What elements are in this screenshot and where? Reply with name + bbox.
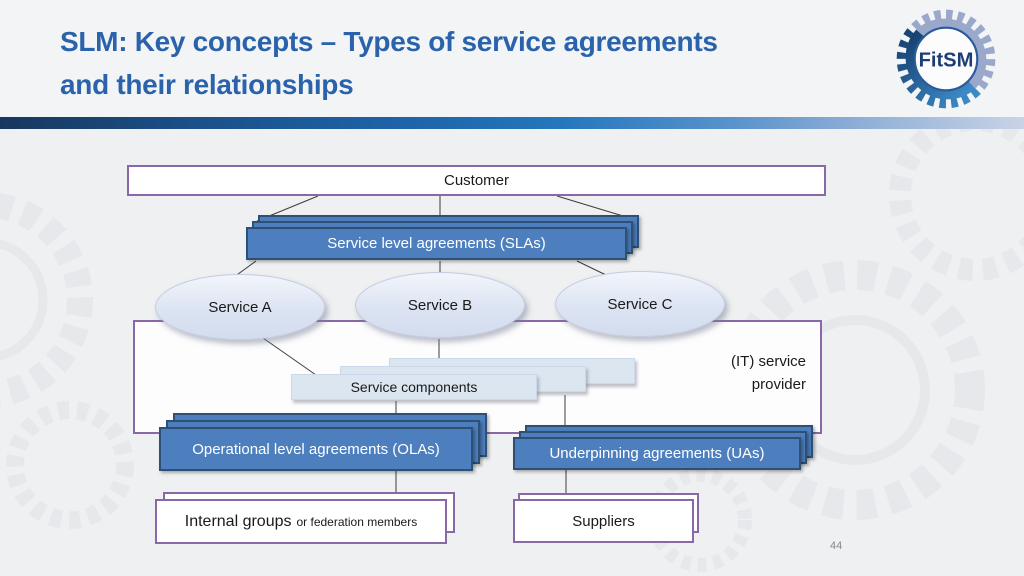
- slide-title-line1: SLM: Key concepts – Types of service agr…: [60, 26, 718, 57]
- service-components-box: Service components: [291, 374, 537, 400]
- slide-title: SLM: Key concepts – Types of service agr…: [60, 20, 718, 106]
- it-service-provider-label: (IT) service provider: [731, 353, 806, 393]
- ola-label: Operational level agreements (OLAs): [192, 440, 440, 458]
- ua-label: Underpinning agreements (UAs): [549, 445, 765, 462]
- service-c-label: Service C: [607, 295, 673, 313]
- customer-label: Customer: [443, 172, 510, 189]
- header-accent-bar: [0, 117, 1024, 129]
- fitsm-logo: FitSM: [893, 6, 999, 112]
- internal-groups-box: Internal groups or federation members: [155, 499, 447, 544]
- internal-groups-suffix: or federation members: [296, 514, 418, 529]
- slide-header: [0, 0, 1024, 117]
- internal-groups-label: Internal groups: [184, 512, 292, 530]
- service-b-ellipse: Service B: [355, 272, 525, 338]
- page-number: 44: [830, 540, 843, 552]
- ua-box: Underpinning agreements (UAs): [513, 437, 801, 470]
- service-a-label: Service A: [208, 298, 272, 316]
- service-b-label: Service B: [407, 296, 473, 314]
- fitsm-gear-icon: FitSM: [896, 9, 996, 109]
- service-components-label: Service components: [350, 379, 478, 395]
- fitsm-logo-text: FitSM: [919, 49, 974, 71]
- ola-box: Operational level agreements (OLAs): [159, 427, 473, 471]
- slide-title-line2: and their relationships: [60, 69, 354, 100]
- customer-box: Customer: [127, 165, 826, 196]
- service-a-ellipse: Service A: [155, 274, 325, 340]
- suppliers-box: Suppliers: [513, 499, 694, 543]
- service-c-ellipse: Service C: [555, 271, 725, 337]
- sla-box: Service level agreements (SLAs): [246, 227, 627, 260]
- suppliers-label: Suppliers: [572, 512, 635, 530]
- sla-label: Service level agreements (SLAs): [327, 235, 546, 252]
